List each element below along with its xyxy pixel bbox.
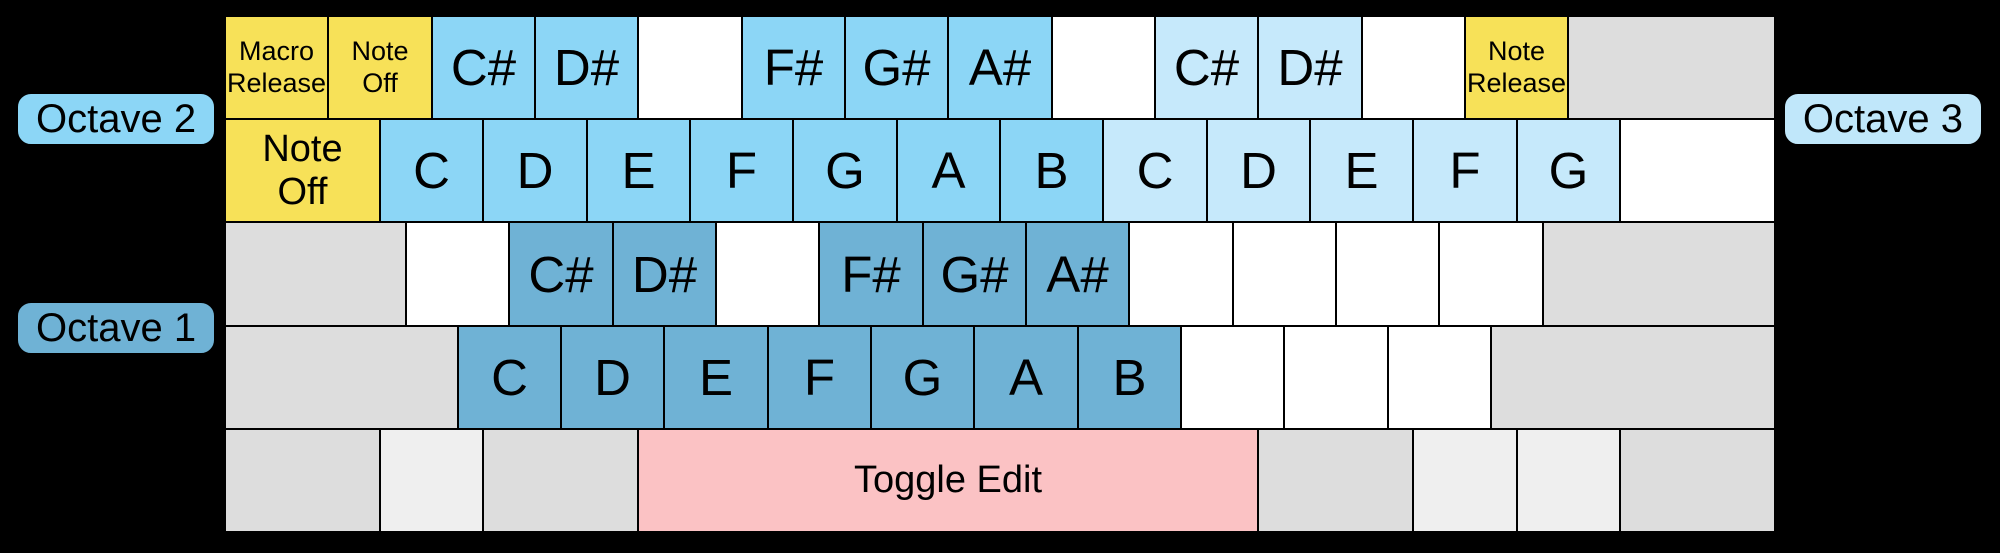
key-label-line: Note [1487, 35, 1546, 66]
key-c: C [379, 118, 484, 223]
key-c-sharp: C# [508, 221, 614, 327]
key-modifier [1516, 428, 1621, 533]
key-a-sharp: A# [947, 15, 1053, 120]
key-b: B [999, 118, 1104, 223]
key-unassigned [1361, 15, 1466, 120]
key-d-sharp: D# [1257, 15, 1363, 120]
key-a: A [973, 325, 1079, 430]
key-label-line: Macro [238, 35, 314, 66]
key-modifier [1257, 428, 1414, 533]
key-unassigned [1051, 15, 1156, 120]
key-e: E [586, 118, 691, 223]
key-unassigned [1438, 221, 1544, 327]
key-modifier [482, 428, 639, 533]
key-d: D [560, 325, 665, 430]
key-unassigned [1387, 325, 1492, 430]
key-modifier [1567, 15, 1776, 120]
key-g: G [792, 118, 898, 223]
key-c-sharp: C# [431, 15, 536, 120]
key-label-line: Release [1466, 67, 1567, 98]
key-g-sharp: G# [922, 221, 1027, 327]
key-d-sharp: D# [534, 15, 639, 120]
key-unassigned [1619, 118, 1776, 223]
key-unassigned [1232, 221, 1337, 327]
key-c: C [457, 325, 562, 430]
key-unassigned [715, 221, 820, 327]
octave-3-badge: Octave 3 [1782, 92, 1983, 146]
key-a-sharp: A# [1025, 221, 1130, 327]
key-unassigned [405, 221, 510, 327]
octave-2-badge: Octave 2 [16, 92, 217, 146]
key-d: D [482, 118, 588, 223]
key-modifier [1619, 428, 1776, 533]
key-label-line: Off [277, 170, 328, 213]
key-label-line: Release [226, 67, 327, 98]
key-unassigned [1283, 325, 1389, 430]
key-a: A [896, 118, 1001, 223]
key-unassigned [1335, 221, 1440, 327]
key-f: F [767, 325, 872, 430]
key-modifier [1490, 325, 1776, 430]
key-f: F [689, 118, 794, 223]
key-e: E [663, 325, 769, 430]
key-g-sharp: G# [844, 15, 949, 120]
key-modifier [224, 221, 407, 327]
key-c: C [1102, 118, 1208, 223]
key-f: F [1412, 118, 1518, 223]
key-toggle-edit: Toggle Edit [637, 428, 1259, 533]
key-modifier [224, 428, 381, 533]
key-f-sharp: F# [818, 221, 924, 327]
key-modifier [224, 325, 459, 430]
key-modifier [1542, 221, 1776, 327]
key-d: D [1206, 118, 1311, 223]
key-unassigned [637, 15, 743, 120]
key-g: G [870, 325, 975, 430]
key-c-sharp: C# [1154, 15, 1259, 120]
key-modifier [379, 428, 484, 533]
key-b: B [1077, 325, 1182, 430]
key-modifier [1412, 428, 1518, 533]
key-unassigned [1128, 221, 1234, 327]
key-label-line: Note [262, 127, 343, 170]
key-g: G [1516, 118, 1621, 223]
key-e: E [1309, 118, 1414, 223]
key-label-line: Note [351, 35, 409, 66]
key-f-sharp: F# [741, 15, 846, 120]
octave-1-badge: Octave 1 [16, 301, 217, 355]
key-d-sharp: D# [612, 221, 717, 327]
key-label-line: Off [362, 67, 398, 98]
key-unassigned [1180, 325, 1285, 430]
